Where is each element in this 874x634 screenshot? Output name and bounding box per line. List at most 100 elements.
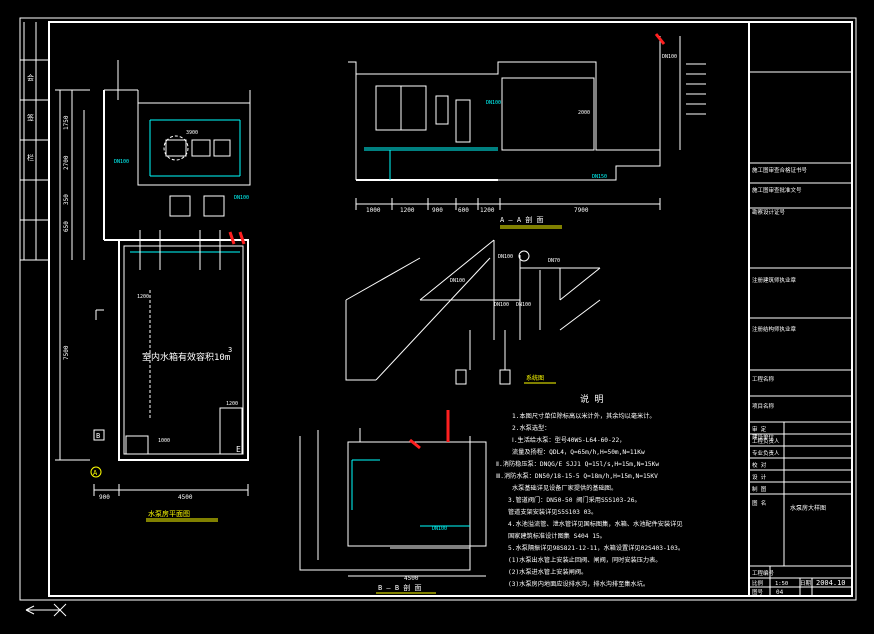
- section-label: 2000: [578, 110, 590, 116]
- strip-label: 栏: [27, 153, 34, 162]
- title-row: 注册建筑师执业章: [752, 276, 797, 284]
- iso-label: DN100: [494, 302, 509, 308]
- section-bb: 4500 DN100 B — B 剖 面: [299, 410, 487, 594]
- notes: 说 明 1.本图尺寸单位除标高以米计外，其余均以毫米计。 2.水泵选型： Ⅰ.生…: [496, 393, 684, 588]
- note-line: 4.水池溢流管、泄水管详见国标图集，水箱、水池配件安装详见: [508, 520, 683, 528]
- section-label: DN100: [486, 100, 501, 106]
- role-label: 校 对: [752, 461, 767, 469]
- title-row: 施工图审查合格证书号: [752, 166, 808, 174]
- ucs-icon: [25, 603, 67, 617]
- title-row: 工程名称: [752, 375, 775, 383]
- dim-text: 1000: [366, 207, 381, 214]
- iso-label: DN100: [498, 254, 513, 260]
- dim-text: 2700: [63, 155, 70, 170]
- role-label: 专业负责人: [752, 449, 780, 457]
- drawing-border: [48, 21, 853, 597]
- dim-text: 1200: [480, 207, 495, 214]
- iso-pump: [455, 369, 467, 385]
- section-label: DN150: [592, 174, 607, 180]
- plan-label: 3900: [186, 130, 198, 136]
- dim-text: 600: [458, 207, 469, 214]
- section-aa-caption: A — A 剖 面: [500, 215, 544, 224]
- plan-label: DN100: [114, 159, 129, 165]
- section-tank: [501, 77, 595, 151]
- note-line: Ⅲ.消防水泵：DN50/18-15-5 Q=18m/h,H=15m,N=15KV: [496, 472, 658, 480]
- note-line: (1)水泵出水管上安装止回阀、闸阀，同时安装压力表。: [508, 556, 662, 564]
- dim-text: 4500: [404, 575, 419, 582]
- scale-value: 1:50: [775, 581, 788, 587]
- dim-text: 900: [99, 494, 110, 501]
- date-value: 2004.10: [816, 579, 846, 587]
- title-row: 注册结构师执业章: [752, 325, 797, 333]
- section-bb-caption: B — B 剖 面: [378, 583, 422, 592]
- iso-label: DN100: [450, 278, 465, 284]
- pump-base: [191, 139, 211, 157]
- note-line: 流量及扬程：QDL4，Q=65m/h,H=50m,N=11Kw: [512, 448, 645, 456]
- section-label: DN100: [432, 526, 447, 532]
- dim-text: 650: [63, 221, 70, 232]
- red-valve: [228, 231, 236, 245]
- left-signature-strip: 会 签 栏: [20, 22, 49, 261]
- dim-text: 900: [432, 207, 443, 214]
- valve-box: [203, 195, 225, 217]
- note-line: 1.本图尺寸单位除标高以米计外，其余均以毫米计。: [512, 412, 656, 420]
- dim-text: 4500: [178, 494, 193, 501]
- note-line: 3.管道阀门：DN50-50 阀门采用S5S103-26。: [508, 496, 641, 504]
- dim-text: 350: [63, 194, 70, 205]
- valve-box: [169, 195, 191, 217]
- sheet-frame: [19, 17, 857, 601]
- isometric-system: DN100 DN100 DN100 DN100 DN70 系统图: [345, 239, 601, 385]
- pump-base: [213, 139, 231, 157]
- note-line: Ⅱ.消防稳压泵：DNQG/E SJJ1 Q=15l/s,H=15m,N=15Kw: [496, 460, 659, 468]
- title-row: 项目名称: [752, 402, 775, 410]
- plan-label: 1000: [158, 438, 170, 444]
- iso-label: DN100: [516, 302, 531, 308]
- role-label: 工程负责人: [752, 437, 780, 445]
- drawing-title-label: 图 名: [752, 499, 766, 507]
- pump-base: [165, 139, 187, 157]
- note-line: 管道支架安装详见S5S103 03。: [508, 508, 597, 516]
- sump: [125, 435, 149, 455]
- note-line: (3)水泵房内地面应设排水沟，排水沟排至集水坑。: [508, 580, 649, 588]
- pump-room-plan: 1750 2700 350 650 7500 900 4500 A B E DN…: [55, 60, 251, 522]
- role-label: 审 定: [752, 425, 767, 433]
- axis-a: A: [93, 469, 98, 477]
- dim-text: 7900: [574, 207, 589, 214]
- title-block: 施工图审查合格证书号 施工图审查批准文号 勘察设计证号 注册建筑师执业章 注册结…: [748, 22, 852, 596]
- sheet-value: 04: [776, 589, 784, 596]
- notes-title: 说 明: [580, 393, 603, 405]
- note-line: (2)水泵进水管上安装闸阀。: [508, 568, 587, 576]
- note-line: 国家建筑标准设计图集 S404 15。: [508, 532, 606, 540]
- plan-tank-inner: [123, 245, 244, 455]
- role-label: 制 图: [752, 485, 767, 493]
- title-row: 建设单位: [752, 433, 775, 441]
- plan-pump-room: [137, 102, 251, 186]
- date-label: 日期: [800, 580, 812, 587]
- note-line: 2.水泵选型：: [512, 424, 550, 432]
- tank-label: 室内水箱有效容积10m: [142, 351, 230, 363]
- iso-label: DN70: [548, 258, 560, 264]
- plan-label: 1200: [137, 294, 149, 300]
- role-label: 设 计: [752, 473, 767, 481]
- iso-caption: 系统图: [526, 374, 544, 382]
- plan-tank-wall: [118, 239, 249, 461]
- strip-label: 会: [27, 73, 34, 82]
- strip-label: 签: [27, 113, 34, 122]
- dim-text: 1200: [400, 207, 415, 214]
- plan-label: 1200: [226, 401, 238, 407]
- note-line: 水泵基础详见设备厂家提供的基础图。: [512, 484, 617, 492]
- project-no-label: 工程编号: [752, 569, 775, 577]
- section-bb-tank: [347, 441, 487, 547]
- section-aa: 1000 1200 900 600 1200 7900 DN150 DN100 …: [348, 33, 706, 229]
- title-row: 施工图审查批准文号: [752, 186, 802, 194]
- dim-text: 7500: [63, 345, 70, 360]
- pump-symbol: [163, 135, 189, 161]
- axis-marker: [90, 466, 102, 478]
- sheet-label: 图号: [752, 588, 764, 596]
- scale-label: 比例: [752, 579, 764, 587]
- tank-label-sup: 3: [228, 346, 232, 354]
- axis-b: B: [96, 432, 100, 440]
- plan-label: DN100: [234, 195, 249, 201]
- plan-caption: 水泵房平面图: [148, 509, 190, 518]
